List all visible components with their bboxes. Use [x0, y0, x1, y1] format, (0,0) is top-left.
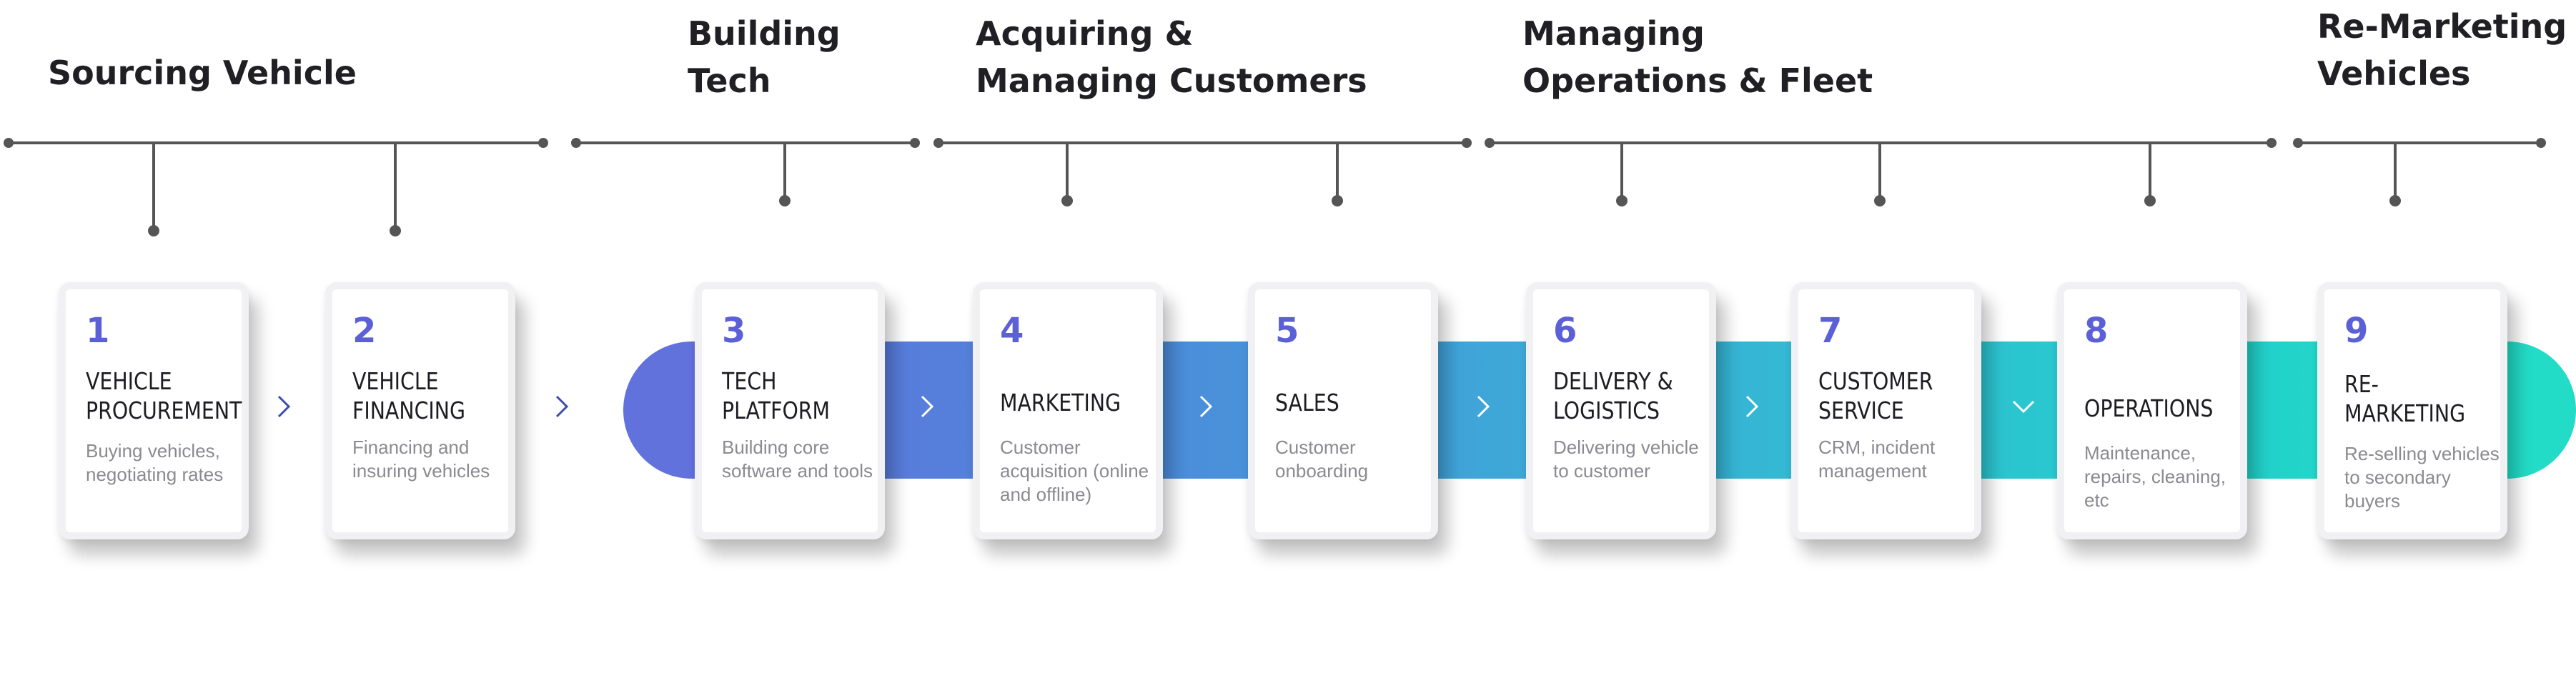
- step-title: TECH PLATFORM: [722, 367, 888, 425]
- step-title: RE- MARKETING: [2344, 369, 2510, 428]
- step-title: OPERATIONS: [2084, 394, 2250, 423]
- step-card-vehicle-financing: 2 VEHICLE FINANCING Financing and insuri…: [325, 282, 515, 539]
- step-description: Customer acquisition (online and offline…: [1000, 437, 1149, 505]
- step-title-line: VEHICLE: [352, 367, 439, 395]
- step-description: Re-selling vehicles to secondary buyers: [2344, 443, 2500, 512]
- phase-title-re-marketing-vehicles: Re-Marketing Vehicles: [2317, 3, 2567, 97]
- step-description: Delivering vehicle to customer: [1553, 437, 1699, 482]
- step-card-vehicle-procurement: 1 VEHICLE PROCUREMENT Buying vehicles, n…: [59, 282, 249, 539]
- timeline-acquiring-managing-customers: [933, 138, 1472, 206]
- step-number: 2: [352, 311, 377, 351]
- step-number: 5: [1275, 311, 1299, 351]
- step-card-operations: 8 OPERATIONS Maintenance, repairs, clean…: [2057, 282, 2247, 539]
- step-title: SALES: [1275, 388, 1441, 417]
- chevron-right-icon: [1199, 395, 1213, 418]
- step-title: DELIVERY & LOGISTICS: [1553, 367, 1719, 425]
- step-title-line: PLATFORM: [722, 397, 830, 424]
- timeline-re-marketing-vehicles: [2293, 138, 2546, 206]
- step-card-re-marketing: 9 RE- MARKETING Re-selling vehicles to s…: [2317, 282, 2507, 539]
- step-description: CRM, incident management: [1818, 437, 1936, 482]
- step-number: 6: [1553, 311, 1577, 351]
- step-title: VEHICLE PROCUREMENT: [86, 367, 252, 425]
- chevron-right-icon: [277, 395, 291, 418]
- step-card-delivery-logistics: 6 DELIVERY & LOGISTICS Delivering vehicl…: [1526, 282, 1716, 539]
- phase-title-line: Managing: [1522, 14, 1705, 53]
- step-title-line: OPERATIONS: [2084, 394, 2214, 422]
- step-description: Maintenance, repairs, cleaning, etc: [2084, 442, 2226, 511]
- step-title-line: SERVICE: [1818, 397, 1904, 424]
- step-title-line: MARKETING: [1000, 389, 1121, 417]
- step-description: Building core software and tools: [722, 437, 873, 482]
- chevron-right-icon: [921, 395, 934, 418]
- phase-title-line: Managing Customers: [976, 61, 1367, 100]
- chevron-right-icon: [1477, 395, 1490, 418]
- timeline-building-tech: [571, 138, 920, 206]
- phase-title-line: Operations & Fleet: [1522, 61, 1873, 100]
- phase-title-managing-operations-fleet: Managing Operations & Fleet: [1522, 10, 1873, 104]
- step-title-line: LOGISTICS: [1553, 397, 1660, 424]
- step-description: Financing and insuring vehicles: [352, 437, 490, 482]
- phase-title-line: Re-Marketing: [2317, 7, 2567, 46]
- step-title-line: PROCUREMENT: [86, 397, 242, 424]
- step-title-line: DELIVERY &: [1553, 367, 1673, 395]
- step-title-line: MARKETING: [2344, 399, 2466, 427]
- chevron-right-icon: [555, 395, 569, 418]
- phase-title-acquiring-managing-customers: Acquiring & Managing Customers: [976, 10, 1367, 104]
- timeline-sourcing-vehicle: [4, 138, 548, 236]
- phase-title-sourcing-vehicle: Sourcing Vehicle: [48, 49, 357, 96]
- phase-title-line: Building: [688, 14, 841, 53]
- step-title-line: RE-: [2344, 370, 2379, 398]
- step-description: Customer onboarding: [1275, 437, 1369, 482]
- step-title-line: VEHICLE: [86, 367, 172, 395]
- step-title: CUSTOMER SERVICE: [1818, 367, 1984, 425]
- step-title-line: SALES: [1275, 389, 1339, 417]
- phase-title-building-tech: Building Tech: [688, 10, 841, 104]
- step-title: VEHICLE FINANCING: [352, 367, 518, 425]
- step-description: Buying vehicles, negotiating rates: [86, 440, 224, 485]
- phase-title-line: Acquiring &: [976, 14, 1194, 53]
- chevron-right-icon: [1745, 395, 1759, 418]
- step-number: 9: [2344, 311, 2369, 351]
- phase-title-line: Tech: [688, 61, 771, 100]
- step-number: 1: [86, 311, 110, 351]
- step-number: 3: [722, 311, 746, 351]
- phase-title-line: Sourcing Vehicle: [48, 54, 357, 92]
- step-card-customer-service: 7 CUSTOMER SERVICE CRM, incident managem…: [1791, 282, 1981, 539]
- step-card-sales: 5 SALES Customer onboarding: [1248, 282, 1438, 539]
- step-card-tech-platform: 3 TECH PLATFORM Building core software a…: [695, 282, 885, 539]
- step-title-line: CUSTOMER: [1818, 367, 1933, 395]
- timeline-managing-operations-fleet: [1485, 138, 2277, 206]
- step-card-marketing: 4 MARKETING Customer acquisition (online…: [973, 282, 1163, 539]
- step-title-line: FINANCING: [352, 397, 465, 424]
- phase-title-line: Vehicles: [2317, 54, 2471, 93]
- step-number: 7: [1818, 311, 1843, 351]
- step-number: 8: [2084, 311, 2109, 351]
- step-number: 4: [1000, 311, 1024, 351]
- step-title: MARKETING: [1000, 388, 1166, 417]
- step-title-line: TECH: [722, 367, 777, 395]
- chevron-down-icon: [2012, 400, 2035, 414]
